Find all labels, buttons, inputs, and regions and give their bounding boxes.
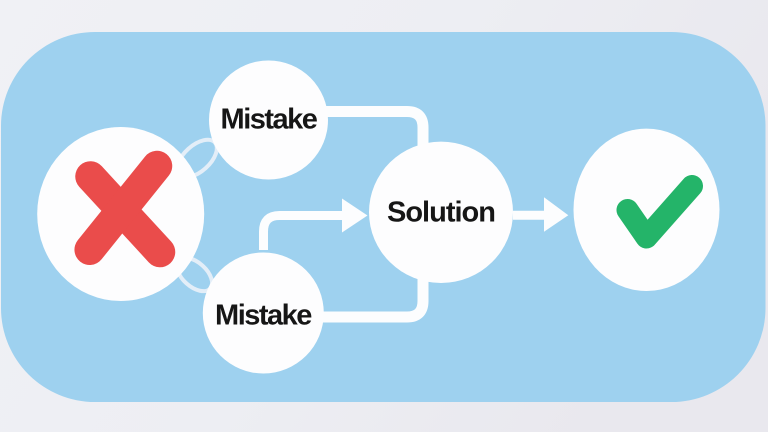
svg-text:Mistake: Mistake [221,104,318,136]
svg-text:Solution: Solution [387,197,495,229]
svg-text:Mistake: Mistake [215,300,312,332]
